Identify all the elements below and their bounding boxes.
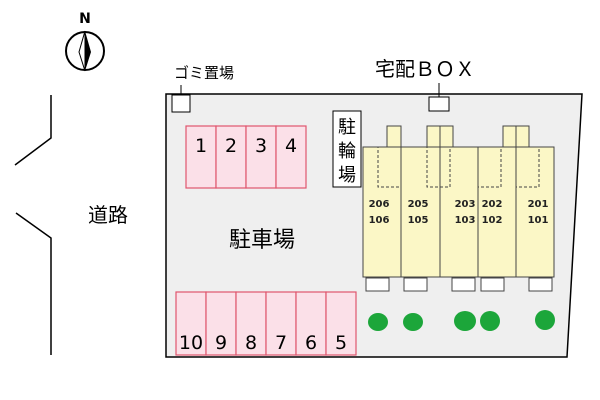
parking-space [265,291,297,356]
parking-number: 1 [195,135,207,157]
parking-number: 8 [245,332,257,354]
unit-block [477,146,517,278]
parking-space [235,291,267,356]
parking-label: 駐車場 [229,228,295,253]
unit-number-upper: 206 [369,199,390,210]
parking-number: 10 [179,332,203,354]
balcony [502,125,517,148]
road-label: 道路 [88,203,128,227]
delivery-box [428,96,450,112]
tree-icon [403,313,423,331]
bicycle-parking [332,110,362,188]
road-edges [14,95,52,355]
parking-top-row: 1 2 3 4 [185,125,307,189]
parking-number: 4 [285,135,297,157]
entrance [451,277,476,292]
bicycle-parking-char-2: 輪 [338,141,356,162]
parking-space [325,291,357,356]
unit-number-upper: 205 [408,199,429,210]
unit-block [400,146,441,278]
unit-block [515,146,555,278]
parking-number: 9 [215,332,227,354]
parking-bottom-row: 10 9 8 7 6 5 [175,291,357,356]
balcony [386,125,402,148]
parking-number: 2 [225,135,237,157]
unit-number-lower: 105 [408,215,429,226]
entrance [528,277,553,292]
entrance [480,277,505,292]
tree-icon [535,310,555,330]
bicycle-parking-char-3: 場 [338,165,356,186]
garbage-label: ゴミ置場 [174,64,234,82]
delivery-box-label: 宅配ＢＯＸ [375,57,475,81]
tree-icon [454,311,476,331]
parking-number: 6 [305,332,317,354]
unit-number-lower: 101 [528,215,549,226]
garbage-area [171,94,191,113]
parking-space [205,291,237,356]
compass-label: N [79,11,91,27]
unit-number-upper: 201 [528,199,549,210]
bicycle-parking-char-1: 駐 [338,117,356,138]
entrance [365,277,390,292]
unit-number-upper: 202 [482,199,503,210]
balcony-dashes [377,146,540,188]
entrance [403,277,428,292]
parking-number: 5 [335,332,347,354]
unit-block [439,146,479,278]
tree-icon [480,311,500,331]
parking-space [175,291,207,356]
parking-space [295,291,327,356]
apartment-building [362,125,555,292]
unit-number-lower: 103 [455,215,476,226]
compass-icon [65,30,105,72]
unit-number-upper: 203 [455,199,476,210]
parking-number: 7 [275,332,287,354]
unit-number-lower: 102 [482,215,503,226]
trees [368,310,555,331]
parking-space [245,125,277,189]
unit-number-lower: 106 [369,215,390,226]
tree-icon [368,313,388,331]
balcony [439,125,454,148]
balcony [426,125,441,148]
unit-numbers: 206 106 205 105 203 103 202 102 201 101 [369,199,549,226]
parking-number: 3 [255,135,267,157]
unit-block [362,146,402,278]
parking-space [275,125,307,189]
balcony [515,125,530,148]
